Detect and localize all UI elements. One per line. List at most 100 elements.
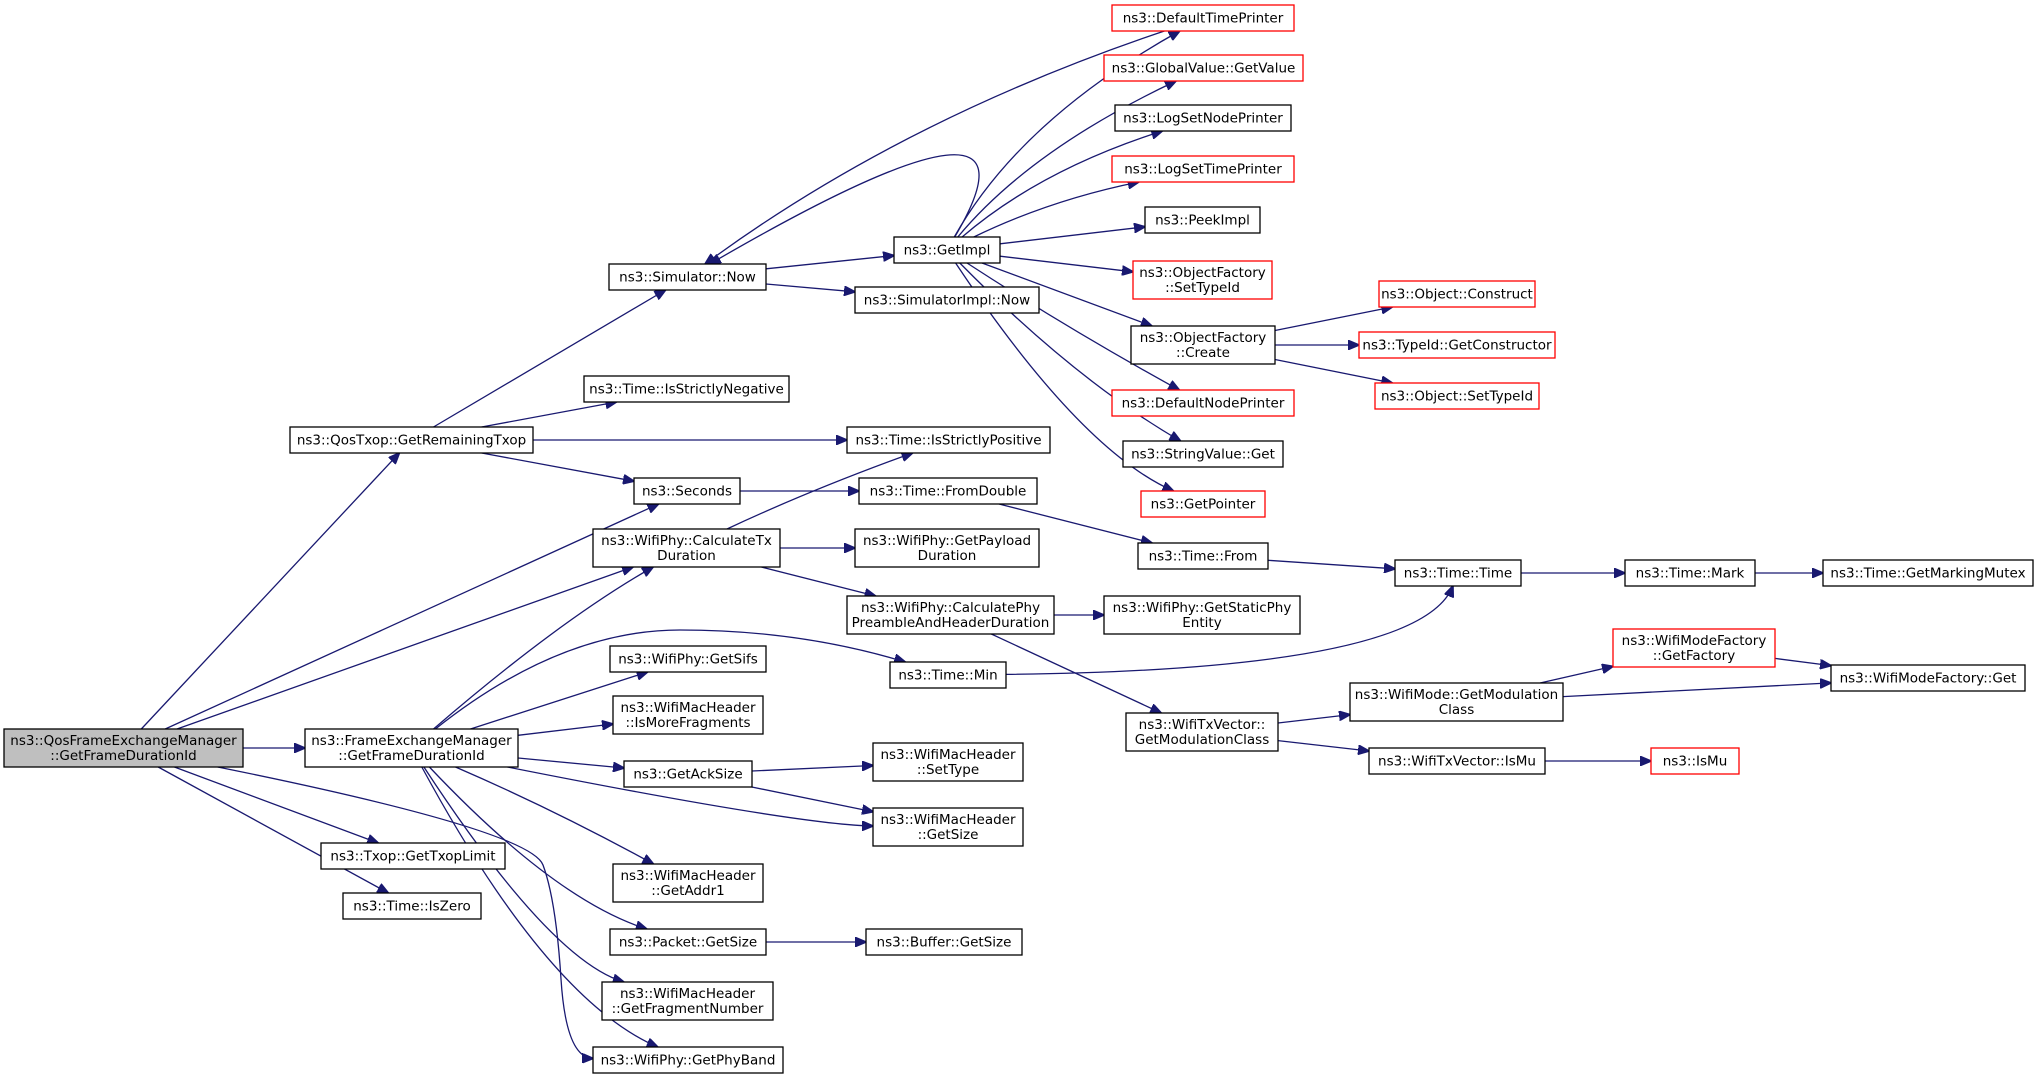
edge-getImpl-to-objectFactory-create <box>981 262 1152 326</box>
node-wifimacheader-getSize[interactable]: ns3::WifiMacHeader::GetSize <box>872 807 1024 847</box>
node-wifiMode-getModulationClass[interactable]: ns3::WifiMode::GetModulationClass <box>1349 682 1564 722</box>
node-box <box>872 742 1024 782</box>
node-getAckSize[interactable]: ns3::GetAckSize <box>623 760 753 788</box>
node-time-isZero[interactable]: ns3::Time::IsZero <box>342 892 482 920</box>
node-stringValue-get[interactable]: ns3::StringValue::Get <box>1122 440 1284 468</box>
node-wifiTxVector-getModulationClass[interactable]: ns3::WifiTxVector::GetModulationClass <box>1125 712 1279 752</box>
node-label: ns3::Time::Min <box>898 668 997 684</box>
node-packet-getSize[interactable]: ns3::Packet::GetSize <box>609 928 767 956</box>
edge-root-to-txop-getTxopLimit <box>174 766 378 843</box>
node-label: ns3::GetImpl <box>904 243 991 259</box>
node-wifiModeFactory-getFactory[interactable]: ns3::WifiModeFactory::GetFactory <box>1612 628 1776 668</box>
node-fem-getFrameDurationId[interactable]: ns3::FrameExchangeManager::GetFrameDurat… <box>304 728 519 768</box>
node-label: ::IsMoreFragments <box>625 715 750 731</box>
node-label: ns3::WifiMacHeader <box>880 747 1016 763</box>
edge-time-from-to-time-time <box>1267 559 1395 569</box>
node-label: ns3::WifiPhy::GetPhyBand <box>601 1053 776 1069</box>
edge-root-to-time-isZero <box>157 766 388 893</box>
node-box <box>592 1046 784 1074</box>
node-simulatorImpl-now[interactable]: ns3::SimulatorImpl::Now <box>854 286 1040 314</box>
edge-root-to-qostxop-getRemainingTxop <box>140 453 399 730</box>
node-isMu[interactable]: ns3::IsMu <box>1650 747 1740 775</box>
node-box <box>1368 747 1546 775</box>
node-wifimacheader-isMoreFragments[interactable]: ns3::WifiMacHeader::IsMoreFragments <box>612 695 764 735</box>
node-box <box>623 760 753 788</box>
node-wifiModeFactory-get[interactable]: ns3::WifiModeFactory::Get <box>1830 664 2026 692</box>
node-time-from[interactable]: ns3::Time::From <box>1137 542 1269 570</box>
node-object-setTypeId[interactable]: ns3::Object::SetTypeId <box>1374 382 1540 410</box>
node-wifiTxVector-isMu[interactable]: ns3::WifiTxVector::IsMu <box>1368 747 1546 775</box>
edge-wifiMode-getModulationClass-to-wifiModeFactory-get <box>1562 683 1831 698</box>
node-box <box>1374 382 1540 410</box>
node-txop-getTxopLimit[interactable]: ns3::Txop::GetTxopLimit <box>320 842 506 870</box>
node-object-construct[interactable]: ns3::Object::Construct <box>1378 280 1536 308</box>
node-logSetNodePrinter[interactable]: ns3::LogSetNodePrinter <box>1114 104 1292 132</box>
edge-fem-getFrameDurationId-to-wifiphy-getPhyBand <box>421 766 658 1047</box>
node-box <box>1349 682 1564 722</box>
node-getImpl[interactable]: ns3::GetImpl <box>893 236 1001 264</box>
edge-fem-getFrameDurationId-to-wifimacheader-getFragmentNumber <box>423 766 624 982</box>
node-time-fromDouble[interactable]: ns3::Time::FromDouble <box>858 477 1038 505</box>
node-label: ::Create <box>1176 345 1230 361</box>
node-wifimacheader-setType[interactable]: ns3::WifiMacHeader::SetType <box>872 742 1024 782</box>
node-box <box>609 645 767 673</box>
edge-wifiMode-getModulationClass-to-wifiModeFactory-getFactory <box>1539 666 1613 684</box>
node-time-getMarkingMutex[interactable]: ns3::Time::GetMarkingMutex <box>1822 559 2034 587</box>
node-box <box>583 375 790 403</box>
node-globalValue-getValue[interactable]: ns3::GlobalValue::GetValue <box>1103 54 1304 82</box>
node-seconds[interactable]: ns3::Seconds <box>633 477 741 505</box>
node-peekImpl[interactable]: ns3::PeekImpl <box>1144 206 1261 234</box>
edge-simulator-now-to-simulatorImpl-now <box>765 283 855 292</box>
node-wifimacheader-getAddr1[interactable]: ns3::WifiMacHeader::GetAddr1 <box>612 863 764 903</box>
node-defaultTimePrinter[interactable]: ns3::DefaultTimePrinter <box>1111 4 1295 32</box>
edge-layer <box>140 31 1831 1058</box>
node-label: ns3::StringValue::Get <box>1131 447 1275 463</box>
node-objectFactory-create[interactable]: ns3::ObjectFactory::Create <box>1130 325 1276 365</box>
node-wifiphy-getPhyBand[interactable]: ns3::WifiPhy::GetPhyBand <box>592 1046 784 1074</box>
node-label: ns3::GlobalValue::GetValue <box>1112 61 1296 77</box>
edge-wifiModeFactory-getFactory-to-wifiModeFactory-get <box>1774 657 1831 665</box>
edge-fem-getFrameDurationId-to-packet-getSize <box>428 766 646 929</box>
node-time-mark[interactable]: ns3::Time::Mark <box>1624 559 1756 587</box>
node-label: ns3::IsMu <box>1663 754 1728 770</box>
node-label: ns3::Object::Construct <box>1381 287 1533 303</box>
node-root[interactable]: ns3::QosFrameExchangeManager::GetFrameDu… <box>3 728 244 768</box>
node-logSetTimePrinter[interactable]: ns3::LogSetTimePrinter <box>1111 155 1295 183</box>
node-box <box>1650 747 1740 775</box>
edge-qostxop-getRemainingTxop-to-seconds <box>481 452 634 481</box>
node-simulator-now[interactable]: ns3::Simulator::Now <box>608 263 767 291</box>
node-buffer-getSize[interactable]: ns3::Buffer::GetSize <box>865 928 1023 956</box>
node-label: ns3::PeekImpl <box>1155 213 1250 229</box>
node-wifimacheader-getFragmentNumber[interactable]: ns3::WifiMacHeader::GetFragmentNumber <box>601 981 774 1021</box>
node-time-isStrictlyNegative[interactable]: ns3::Time::IsStrictlyNegative <box>583 375 790 403</box>
node-label: ns3::DefaultTimePrinter <box>1123 11 1284 27</box>
node-box <box>846 426 1051 454</box>
edge-fem-getFrameDurationId-to-wifimacheader-getSize <box>507 766 873 826</box>
node-box <box>1103 595 1301 635</box>
edge-objectFactory-create-to-object-construct <box>1274 307 1392 332</box>
node-label: ns3::GetAckSize <box>633 767 742 783</box>
node-wifiphy-calcPhyPreamble[interactable]: ns3::WifiPhy::CalculatePhyPreambleAndHea… <box>846 595 1055 635</box>
node-time-isStrictlyPositive[interactable]: ns3::Time::IsStrictlyPositive <box>846 426 1051 454</box>
node-time-min[interactable]: ns3::Time::Min <box>889 661 1007 689</box>
edge-fem-getFrameDurationId-to-wifiphy-calcTxDuration <box>433 567 654 730</box>
node-qostxop-getRemainingTxop[interactable]: ns3::QosTxop::GetRemainingTxop <box>289 426 534 454</box>
node-label: ::GetFragmentNumber <box>612 1001 764 1017</box>
node-box <box>612 695 764 735</box>
node-box <box>1822 559 2034 587</box>
node-time-time[interactable]: ns3::Time::Time <box>1394 559 1522 587</box>
node-label: ns3::Time::From <box>1149 549 1258 565</box>
node-objectFactory-setTypeId[interactable]: ns3::ObjectFactory::SetTypeId <box>1132 260 1273 300</box>
edge-getImpl-to-simulator-now <box>710 154 980 264</box>
node-label: Class <box>1439 702 1475 718</box>
node-getPointer[interactable]: ns3::GetPointer <box>1140 490 1266 518</box>
node-wifiphy-getSifs[interactable]: ns3::WifiPhy::GetSifs <box>609 645 767 673</box>
node-box <box>612 863 764 903</box>
node-typeId-getConstructor[interactable]: ns3::TypeId::GetConstructor <box>1358 331 1556 359</box>
edge-getImpl-to-defaultNodePrinter <box>966 262 1179 390</box>
node-defaultNodePrinter[interactable]: ns3::DefaultNodePrinter <box>1111 389 1295 417</box>
node-label: ns3::WifiMacHeader <box>880 812 1016 828</box>
